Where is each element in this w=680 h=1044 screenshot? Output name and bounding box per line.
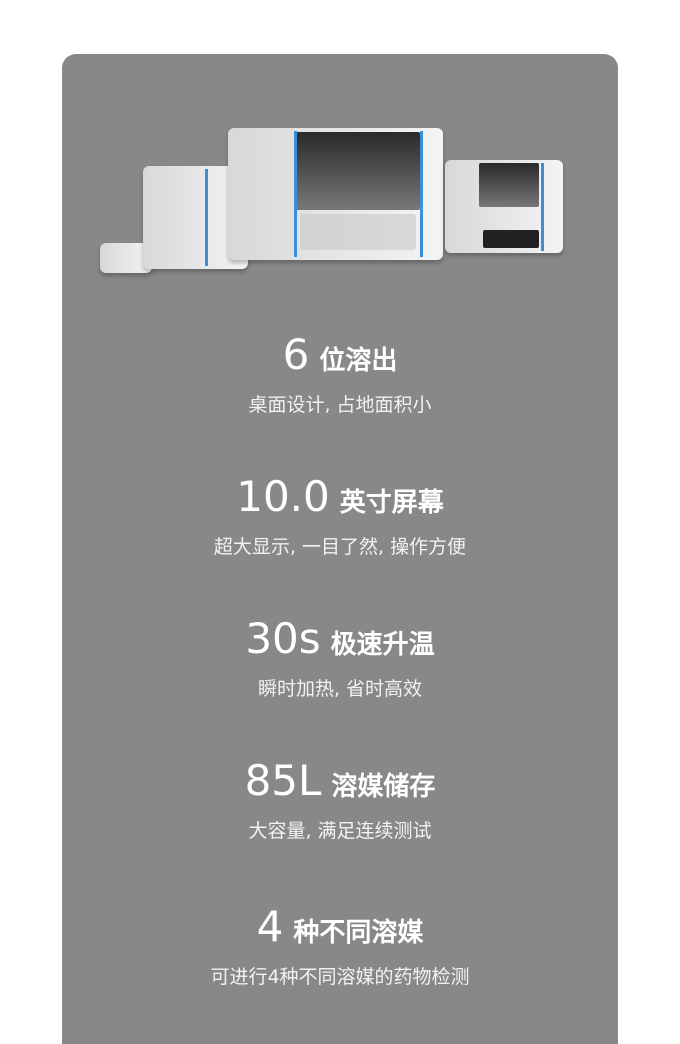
feature-value: 10.0 [236, 472, 330, 521]
feature-subtitle: 大容量, 满足连续测试 [248, 820, 432, 842]
feature-subtitle: 桌面设计, 占地面积小 [248, 394, 432, 416]
feature-title: 位溶出 [319, 346, 398, 376]
feature-item: 6 位溶出 桌面设计, 占地面积小 [62, 332, 618, 417]
feature-subtitle: 超大显示, 一目了然, 操作方便 [213, 536, 467, 558]
dissolution-tester [228, 128, 443, 260]
feature-value: 85L [244, 756, 322, 805]
feature-title: 溶媒储存 [331, 772, 436, 802]
feature-subtitle: 瞬时加热, 省时高效 [257, 678, 423, 700]
feature-title: 英寸屏幕 [339, 488, 444, 518]
product-image [100, 124, 580, 284]
feature-item: 30s 极速升温 瞬时加热, 省时高效 [62, 616, 618, 701]
feature-value: 30s [245, 614, 321, 663]
feature-item: 10.0 英寸屏幕 超大显示, 一目了然, 操作方便 [62, 474, 618, 559]
feature-subtitle: 可进行4种不同溶媒的药物检测 [210, 966, 470, 988]
feature-value: 6 [282, 330, 310, 379]
feature-item: 4 种不同溶媒 可进行4种不同溶媒的药物检测 [62, 904, 618, 989]
sampler-unit [445, 160, 563, 253]
feature-value: 4 [256, 902, 284, 951]
feature-title: 种不同溶媒 [293, 918, 424, 948]
feature-title: 极速升温 [330, 630, 435, 660]
feature-card: 6 位溶出 桌面设计, 占地面积小 10.0 英寸屏幕 超大显示, 一目了然, 操作… [62, 54, 618, 1044]
feature-item: 85L 溶媒储存 大容量, 满足连续测试 [62, 758, 618, 843]
